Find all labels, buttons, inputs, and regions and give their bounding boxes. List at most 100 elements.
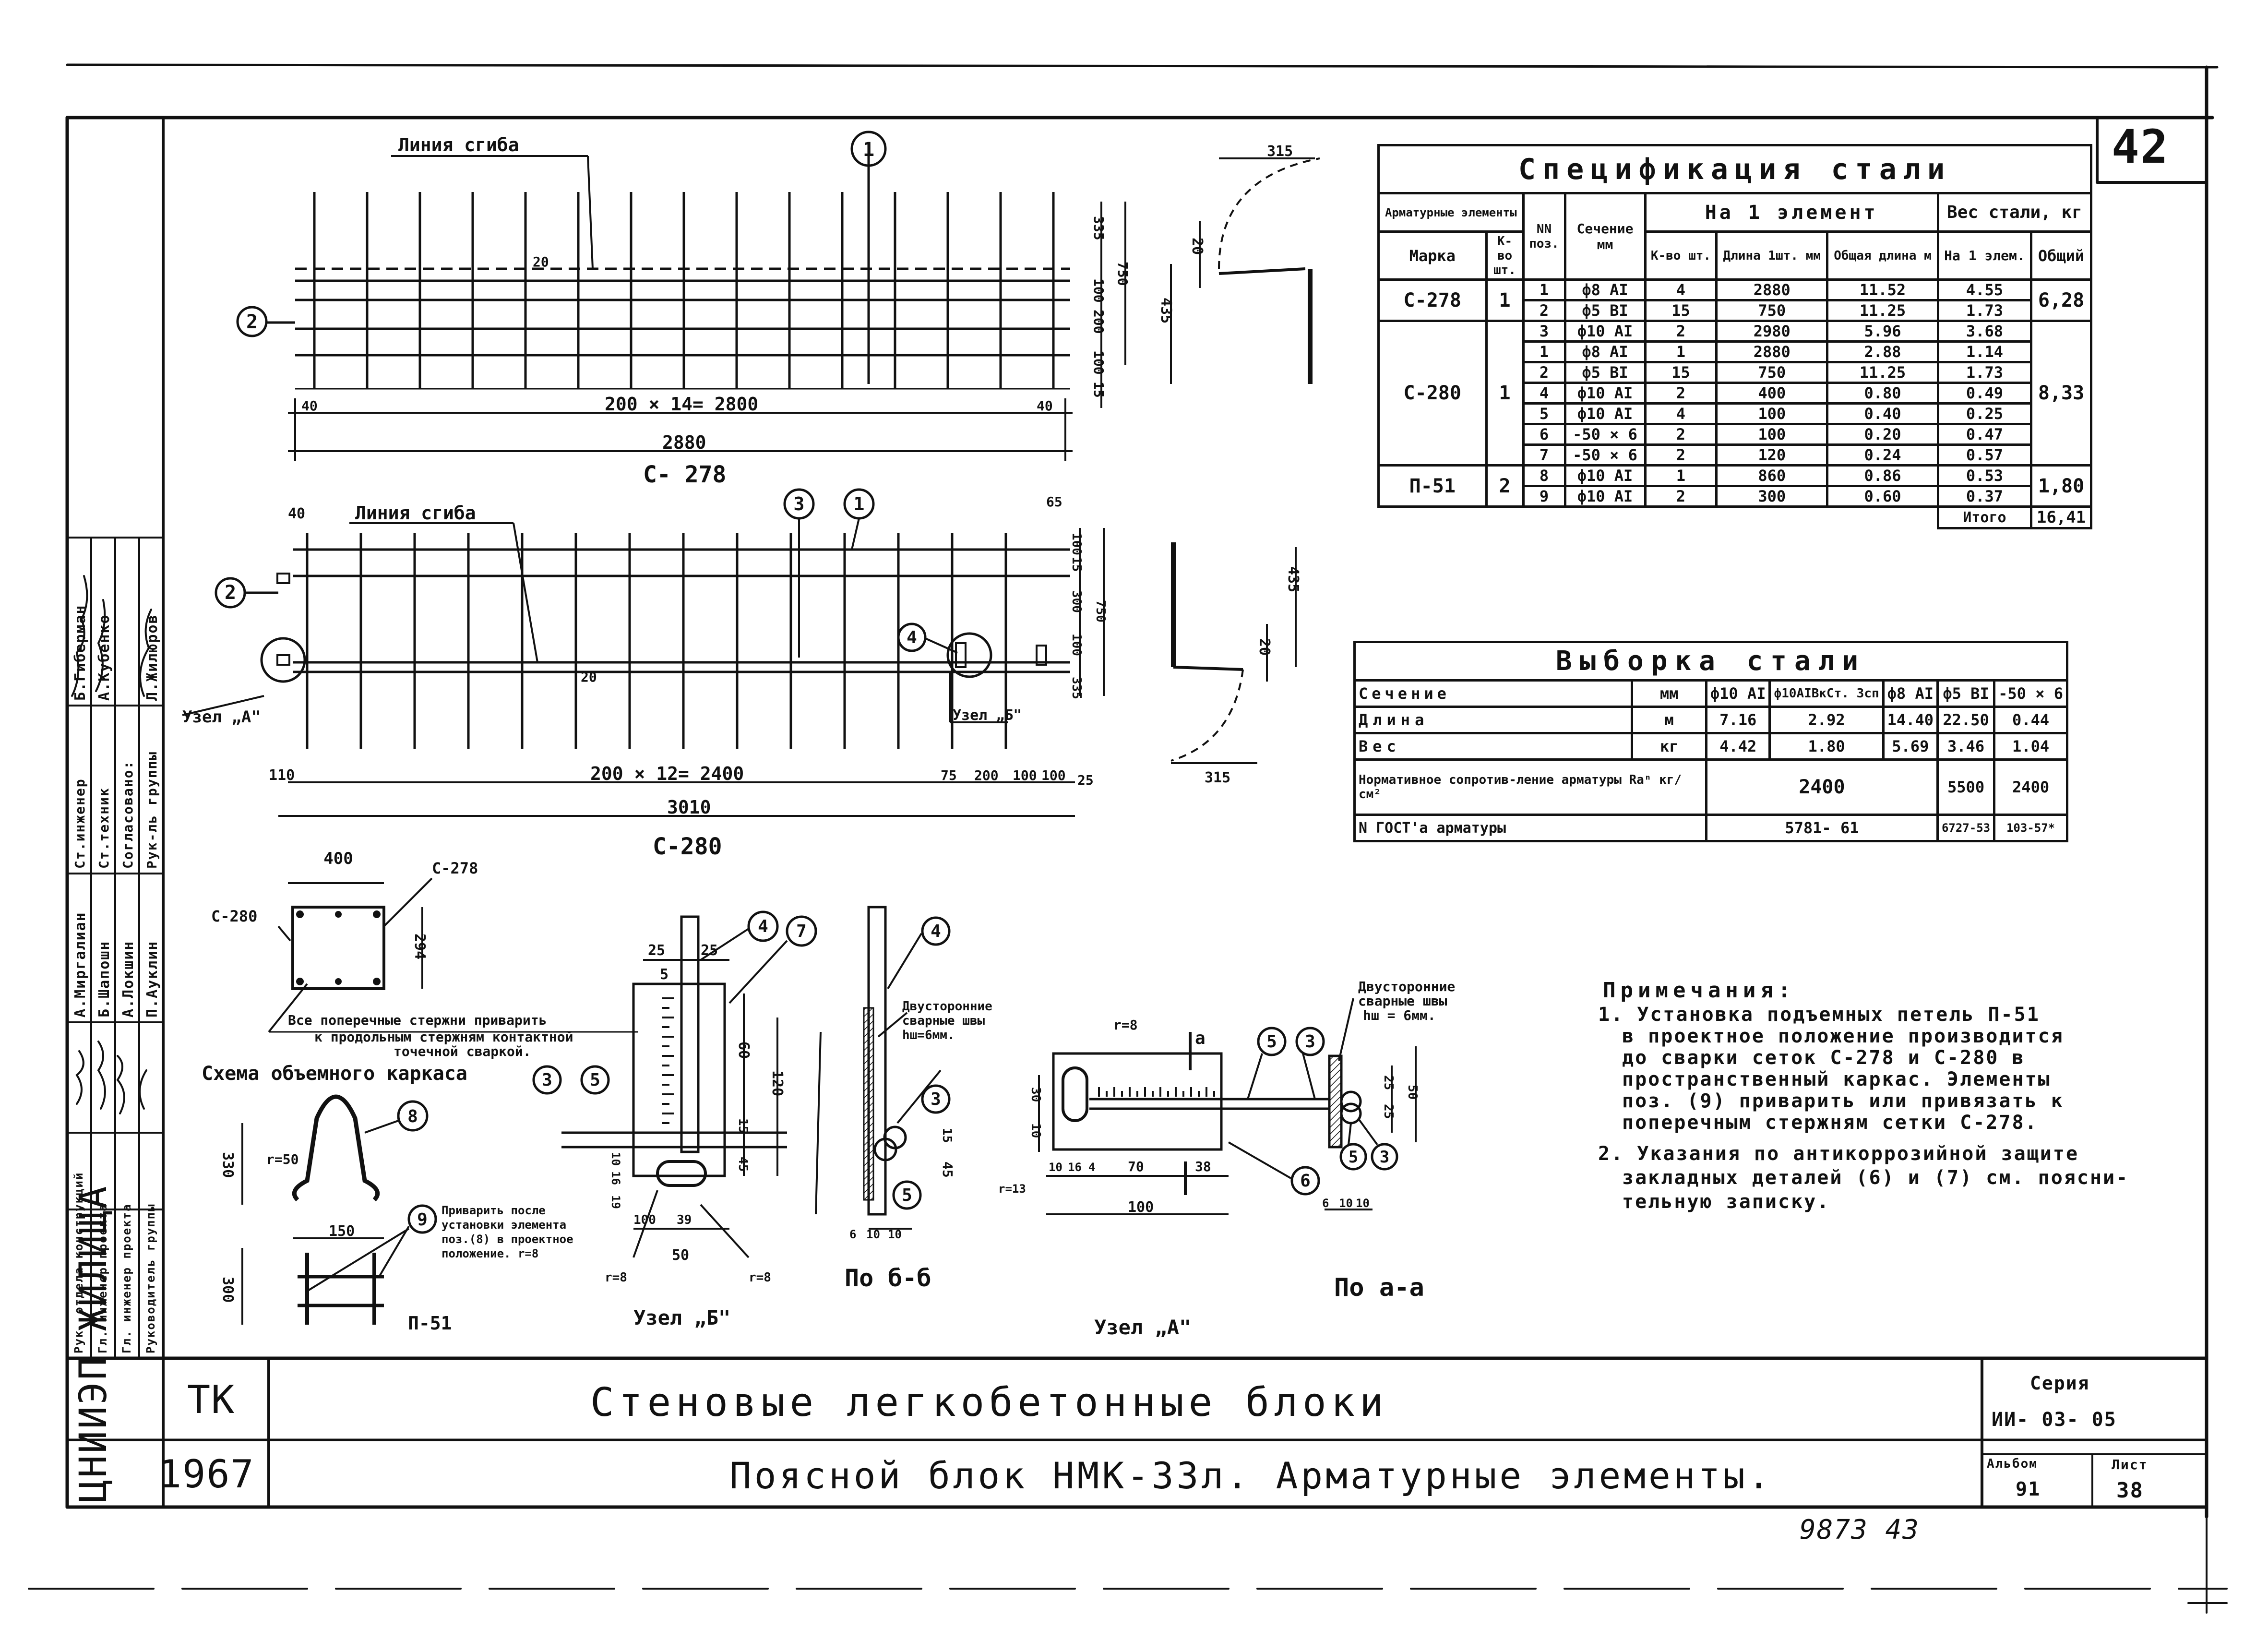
spec-h-len: Длина 1шт. мм	[1715, 230, 1829, 281]
nodeb-dim-50: 50	[672, 1247, 689, 1264]
spec-h-section: Сечение мм	[1564, 192, 1647, 281]
scheme-title: Схема объемного каркаса	[202, 1063, 467, 1085]
stamp2-name: Л.Жилюров	[144, 614, 161, 701]
sample-norm-c: 2400	[1993, 758, 2068, 816]
c278-title: С- 278	[643, 461, 726, 488]
sample-col-2: ф10АIВкСт. 3сп	[1768, 679, 1885, 708]
c278-dim-edge-l: 40	[301, 398, 318, 414]
side-top-dim-20: 20	[1189, 238, 1206, 255]
sample-len-1: 7.16	[1705, 706, 1771, 734]
tb-year: 1967	[158, 1452, 255, 1496]
sample-col-1: ф10 АI	[1705, 679, 1771, 708]
section-bb	[815, 906, 951, 1230]
spec-cell-sec: ф10 АI	[1564, 402, 1647, 425]
nodeb-dim-25b: 25	[701, 942, 718, 959]
spec-cell-tl: 0.20	[1826, 423, 1939, 446]
nodea-dim-10b: 10	[1049, 1161, 1062, 1174]
sbb-weld-2: сварные швы	[902, 1014, 985, 1028]
spec-cell-len: 400	[1715, 382, 1829, 405]
sample-len-4: 22.50	[1936, 706, 1996, 734]
note-line: поперечным стержням сетки С-278.	[1622, 1112, 2038, 1134]
c280-marker-1: 1	[854, 493, 865, 515]
sample-gost-b: 6727-53	[1936, 814, 1996, 842]
c278-marker-1: 1	[863, 139, 874, 161]
note-line: пространственный каркас. Элементы	[1622, 1068, 2051, 1090]
nodeb-marker-7: 7	[796, 922, 807, 941]
spec-cell-w: 4.55	[1936, 278, 2033, 301]
saa-weld-1: Двусторонние	[1358, 979, 1455, 994]
c278-dim-335: 335	[1091, 216, 1107, 240]
spec-cell-n: 15	[1644, 361, 1718, 384]
spec-qty: 1	[1485, 320, 1525, 467]
side-bottom-dim-435: 435	[1285, 566, 1301, 592]
scheme-weld-note-2: к продольным стержням контактной	[314, 1029, 573, 1045]
c278-dim-15: 15	[1091, 382, 1107, 398]
c280-marker-2: 2	[225, 582, 236, 604]
c280-dim-v100b: 100	[1069, 634, 1084, 656]
scheme-label-c278: С-278	[432, 859, 478, 877]
spec-cell-n: 4	[1644, 402, 1718, 425]
sample-len-3: 14.40	[1882, 706, 1939, 734]
nodeb-dim-100: 100	[633, 1213, 656, 1227]
nodea-marker-6: 6	[1300, 1171, 1311, 1191]
spec-cell-sec: ф10 АI	[1564, 485, 1647, 508]
stamp2-role: Ст.техник	[96, 787, 112, 869]
note-line: поз. (9) приварить или привязать к	[1622, 1090, 2064, 1112]
tb-sheet-label: Лист	[2112, 1457, 2148, 1472]
sample-h-section: Сечение	[1353, 679, 1634, 708]
spec-h-qty2: К-во шт.	[1644, 230, 1718, 281]
nodeb-dim-5: 5	[660, 966, 668, 983]
spec-cell-len: 750	[1715, 299, 1829, 322]
tb-series-label: Серия	[2030, 1373, 2090, 1394]
spec-cell-pos: 7	[1522, 443, 1566, 467]
loop-marker-9: 9	[417, 1210, 428, 1230]
spec-cell-sec: ф8 АI	[1564, 278, 1647, 301]
tb-series: ИИ- 03- 05	[1992, 1409, 2117, 1431]
spec-cell-tl: 2.88	[1826, 340, 1939, 363]
spec-cell-w: 0.47	[1936, 423, 2033, 446]
nodea-dim-30: 30	[1028, 1087, 1043, 1102]
spec-cell-tl: 0.60	[1826, 485, 1939, 508]
side-top-dim-315: 315	[1267, 143, 1293, 160]
note-line: 2. Указания по антикоррозийной защите	[1598, 1143, 2079, 1165]
sample-w-label: Вес	[1353, 732, 1634, 761]
sample-norm-a: 2400	[1705, 758, 1939, 816]
stamp2-role: Ст.инженер	[72, 778, 88, 869]
nodeb-dim-10: 10	[609, 1152, 622, 1166]
bottom-numbers: 9873 43	[1800, 1514, 1920, 1545]
spec-total-label: Итого	[1936, 505, 2033, 529]
spec-h-per-elem: На 1 элем.	[1936, 230, 2033, 281]
spec-cell-w: 1.73	[1936, 361, 2033, 384]
nodeb-dim-16: 16	[609, 1171, 622, 1185]
side-bottom-dim-315: 315	[1205, 769, 1230, 786]
c278-dim-spacing: 200 × 14= 2800	[605, 394, 758, 415]
sbb-weld-3: hш=6мм.	[902, 1028, 955, 1042]
nodea-dim-38: 38	[1195, 1159, 1211, 1174]
spec-cell-sec: ф5 ВI	[1564, 361, 1647, 384]
spec-cell-pos: 1	[1522, 278, 1566, 301]
tb-line1: Стеновые легкобетонные блоки	[590, 1380, 1388, 1425]
spec-h-total-len: Общая длина м	[1826, 230, 1939, 281]
stamp-role: Гл. инженер проекта	[120, 1203, 133, 1353]
c280-marker-4: 4	[907, 628, 917, 647]
tb-album-label: Альбом	[1987, 1457, 2038, 1471]
saa-dim-25a: 25	[1381, 1075, 1396, 1090]
c280-bend-line: Линия сгиба	[355, 503, 476, 524]
spec-h-elements: Арматурные элементы	[1377, 192, 1525, 233]
spec-cell-tl: 0.80	[1826, 382, 1939, 405]
nodea-marker-5: 5	[1266, 1032, 1277, 1052]
c280-dim-spacing: 200 × 12= 2400	[590, 763, 744, 784]
c280-dim-100b: 100	[1041, 767, 1066, 783]
nodeb-marker-3: 3	[542, 1070, 552, 1090]
spec-cell-pos: 9	[1522, 485, 1566, 508]
stamp2-role: Согласовано:	[120, 760, 136, 869]
tb-line2: Поясной блок НМК-33л. Арматурные элемент…	[729, 1454, 1773, 1497]
sheet-number: 42	[2112, 120, 2169, 174]
scheme-dim-294: 294	[411, 934, 428, 959]
loop-weld-3: поз.(8) в проектное	[442, 1233, 573, 1246]
sbb-marker-4: 4	[931, 922, 941, 941]
